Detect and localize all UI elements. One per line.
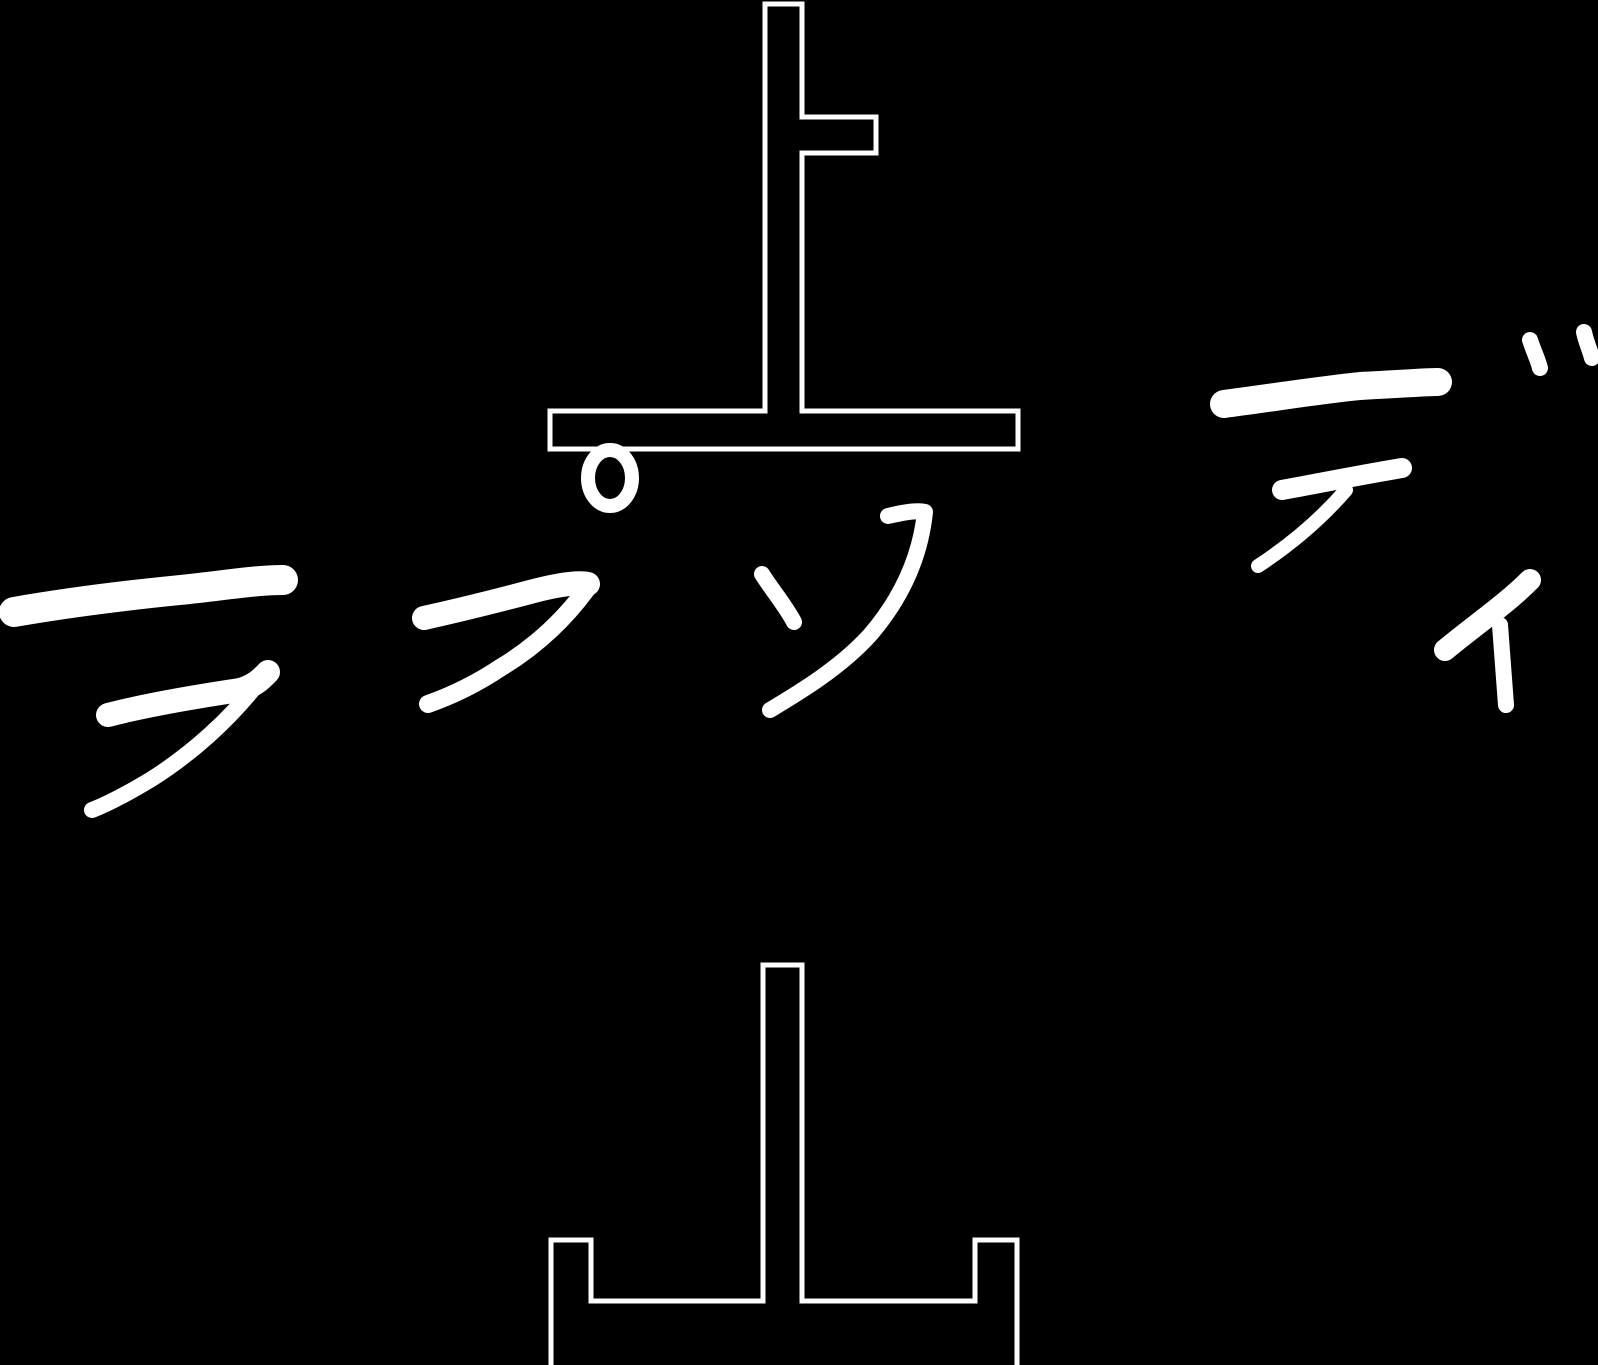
bottom-outlined-glyph — [548, 962, 1020, 1365]
char-so — [754, 503, 933, 718]
char-de — [1210, 324, 1598, 573]
char-small-i — [1434, 569, 1541, 713]
handakuten — [581, 443, 639, 513]
top-glyph-outline — [547, 1, 1021, 452]
top-outlined-glyph — [547, 1, 1021, 452]
char-pu — [412, 443, 639, 713]
char-ra — [0, 565, 298, 818]
bottom-glyph-outline — [548, 962, 1020, 1365]
